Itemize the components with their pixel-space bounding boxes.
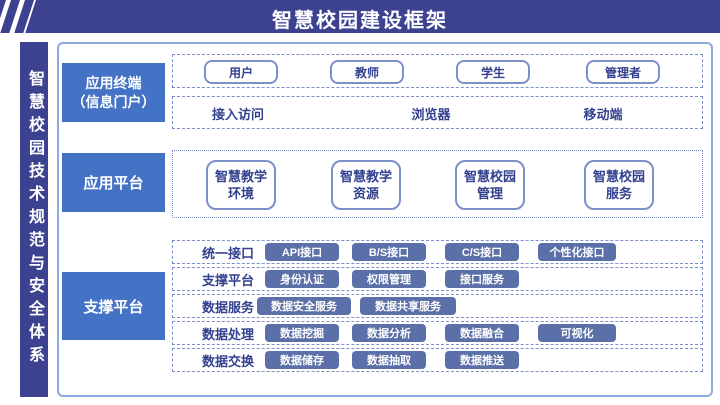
support-row-name: 支撑平台 xyxy=(201,272,254,288)
admin-role-button: 管理者 xyxy=(586,60,660,84)
row-label-support: 支撑平台 xyxy=(62,272,165,340)
platform-item-line2: 环境 xyxy=(227,186,254,201)
student-role-button: 学生 xyxy=(456,60,530,84)
platform-item-line2: 管理 xyxy=(476,186,503,201)
chip: 数据储存 xyxy=(265,351,339,369)
support-row-data-exchange: 数据交换 数据储存 数据抽取 数据推送 xyxy=(172,348,703,372)
chip: 权限管理 xyxy=(352,270,426,288)
chip: API接口 xyxy=(265,243,339,261)
platform-item-line1: 智慧教学 xyxy=(214,169,267,184)
chip: 数据挖掘 xyxy=(265,324,339,342)
terminal-label-line2: （信息门户） xyxy=(71,93,156,110)
chip: 身份认证 xyxy=(265,270,339,288)
teacher-role-button: 教师 xyxy=(330,60,404,84)
access-item: 接入访问 xyxy=(211,107,264,122)
platform-item-line2: 服务 xyxy=(605,186,632,201)
row-label-terminal: 应用终端 （信息门户） xyxy=(62,63,165,122)
support-row-name: 数据交换 xyxy=(201,353,254,369)
terminal-label-line1: 应用终端 xyxy=(85,74,142,91)
platform-item: 智慧校园 管理 xyxy=(455,160,525,210)
sidebar-vertical-banner: 智慧校园技术规范与安全体系 xyxy=(20,42,48,397)
support-row-support-platform: 支撑平台 身份认证 权限管理 接口服务 xyxy=(172,267,703,291)
chip: B/S接口 xyxy=(352,243,426,261)
chip: 数据分析 xyxy=(352,324,426,342)
support-row-name: 数据服务 xyxy=(201,299,254,315)
platform-item-line1: 智慧校园 xyxy=(463,169,516,184)
support-row-data-service: 数据服务 数据安全服务 数据共享服务 xyxy=(172,294,703,318)
row-label-platform: 应用平台 xyxy=(62,153,165,212)
support-row-unified-interface: 统一接口 API接口 B/S接口 C/S接口 个性化接口 xyxy=(172,240,703,264)
platform-item-line1: 智慧教学 xyxy=(339,169,392,184)
support-row-data-processing: 数据处理 数据挖掘 数据分析 数据融合 可视化 xyxy=(172,321,703,345)
browser-item: 浏览器 xyxy=(411,107,451,122)
platform-item-line1: 智慧校园 xyxy=(592,169,645,184)
chip: 个性化接口 xyxy=(538,243,616,261)
platform-label: 应用平台 xyxy=(83,175,144,192)
mobile-item: 移动端 xyxy=(583,107,623,122)
platform-box: 智慧教学 环境 智慧教学 资源 智慧校园 管理 智慧校园 服务 xyxy=(172,150,703,218)
terminal-users-box: 用户 教师 学生 管理者 xyxy=(172,54,703,88)
chip: 数据推送 xyxy=(445,351,519,369)
chip: 数据安全服务 xyxy=(257,297,351,315)
support-row-name: 统一接口 xyxy=(201,245,254,261)
platform-item: 智慧教学 资源 xyxy=(331,160,401,210)
support-label: 支撑平台 xyxy=(83,298,144,316)
chip: 可视化 xyxy=(538,324,616,342)
page-title: 智慧校园建设框架 xyxy=(272,10,448,32)
chip: C/S接口 xyxy=(445,243,519,261)
platform-item: 智慧教学 环境 xyxy=(206,160,276,210)
user-role-button: 用户 xyxy=(204,60,278,84)
chip: 数据融合 xyxy=(445,324,519,342)
chip: 数据共享服务 xyxy=(360,297,456,315)
platform-item: 智慧校园 服务 xyxy=(584,160,654,210)
platform-item-line2: 资源 xyxy=(352,186,379,201)
chip: 接口服务 xyxy=(445,270,519,288)
terminal-access-box: 接入访问 浏览器 移动端 xyxy=(172,96,703,129)
support-row-name: 数据处理 xyxy=(201,326,254,342)
chip: 数据抽取 xyxy=(352,351,426,369)
sidebar-title: 智慧校园技术规范与安全体系 xyxy=(26,70,43,369)
